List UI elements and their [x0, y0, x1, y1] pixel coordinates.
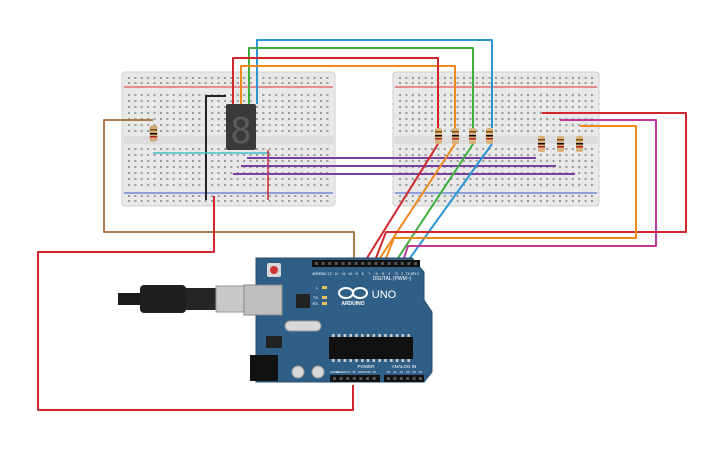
power-jack	[250, 355, 278, 381]
digital-pin-label: 8	[362, 272, 364, 276]
analog-pin-label: A5	[419, 370, 423, 374]
power-pin-label: 3.3V	[345, 370, 351, 374]
digital-pin-label: AREF	[312, 272, 321, 276]
analog-pin-label: A4	[412, 370, 416, 374]
resistors-right	[435, 128, 583, 152]
atmega-chip	[329, 337, 413, 359]
power-header-label: POWER	[357, 364, 375, 369]
segment-digit: 8	[230, 111, 252, 152]
digital-pin-label: GND	[320, 272, 328, 276]
breadboard-right	[392, 71, 600, 207]
wires	[37, 39, 687, 411]
power-pin-label: 5V	[353, 370, 357, 374]
led-label-rx: RX	[312, 301, 318, 306]
digital-pin-label: 13	[328, 272, 332, 276]
digital-pin-label: 7	[368, 272, 370, 276]
resistor-left	[149, 125, 158, 142]
usb-port	[243, 284, 283, 316]
analog-pin-label: A0	[387, 370, 391, 374]
wire-blue-top	[256, 39, 493, 128]
analog-pin-label: A3	[406, 370, 410, 374]
power-pin-label: IOREF	[330, 370, 339, 374]
power-pin-label: RESET	[336, 370, 346, 374]
power-pin-label: GND	[364, 370, 370, 374]
digital-pin-label: 12	[335, 272, 339, 276]
arduino-logo	[338, 287, 368, 299]
digital-pin-label: ~10	[347, 272, 353, 276]
wire-red-diag	[366, 143, 439, 259]
power-pin-label: Vin	[372, 370, 376, 374]
arduino-model: UNO	[372, 289, 397, 301]
wire-magenta-right	[403, 119, 657, 259]
analog-pin-label: A1	[393, 370, 397, 374]
wire-orange-top	[240, 65, 456, 128]
digital-header[interactable]	[312, 260, 420, 267]
led-label-l: L	[316, 285, 319, 290]
digital-pin-label: 2	[401, 272, 403, 276]
reset-button-cap	[270, 266, 278, 274]
usb-cable	[118, 285, 249, 313]
digital-pin-label: ~6	[374, 272, 378, 276]
analog-header-label: ANALOG IN	[392, 364, 417, 369]
wire-brown	[103, 119, 355, 262]
led-label-tx: TX	[313, 295, 318, 300]
analog-pin-label: A2	[399, 370, 403, 374]
wire-orange-right	[385, 125, 637, 259]
wire-red-top	[232, 57, 439, 128]
digital-pin-label: ~5	[381, 272, 385, 276]
wire-green-top	[248, 47, 474, 128]
digital-pin-label: ~3	[394, 272, 398, 276]
analog-header[interactable]	[384, 375, 424, 382]
wire-black	[205, 95, 226, 200]
digital-pin-label: RX 0	[412, 272, 419, 276]
digital-pin-label: 4	[388, 272, 390, 276]
digital-pin-label: ~11	[340, 272, 345, 276]
digital-pin-label: ~9	[354, 272, 358, 276]
seven-segment-display[interactable]: 8	[226, 104, 256, 152]
arduino-logo-text: ARDUINO	[341, 301, 364, 307]
digital-header-label: DIGITAL (PWM~)	[373, 276, 412, 282]
wire-red-right	[375, 112, 687, 259]
digital-pin-label: TX 1	[406, 272, 413, 276]
power-pin-label: GND	[358, 370, 364, 374]
wire-red-loop	[37, 196, 354, 411]
wire-orange-diag	[379, 143, 456, 259]
